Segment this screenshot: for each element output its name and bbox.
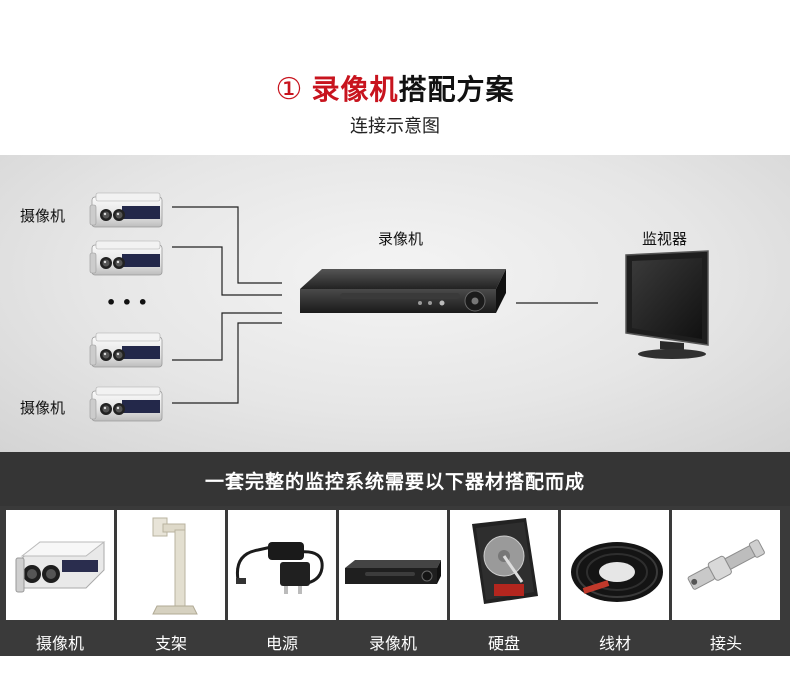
page-subtitle: 连接示意图: [350, 116, 440, 137]
connection-lines: [172, 206, 598, 404]
equipment-item-dvr: 录像机: [339, 510, 447, 653]
step-number: ①: [275, 72, 304, 107]
ellipsis-dots: • • •: [106, 293, 148, 312]
equipment-item-connector: 接头: [672, 510, 780, 653]
cable-roll-icon: [571, 542, 663, 602]
connection-diagram: 摄像机 摄像机 • • • 录像机 监视器: [0, 155, 790, 452]
equipment-label: 硬盘: [487, 634, 520, 653]
monitor-device: [625, 250, 709, 359]
equipment-label: 录像机: [368, 634, 417, 653]
equipment-item-camera: 摄像机: [6, 510, 114, 653]
equipment-item-bracket: 支架: [117, 510, 225, 653]
hard-drive-icon: [472, 518, 538, 604]
camera-3: [89, 332, 163, 368]
bracket-icon: [152, 517, 198, 615]
equipment-banner-text: 一套完整的监控系统需要以下器材搭配而成: [204, 471, 585, 493]
camera-4: [89, 386, 163, 422]
dvr-icon: [345, 560, 441, 584]
title-rest: 搭配方案: [398, 73, 515, 106]
equipment-label: 支架: [154, 634, 187, 653]
dvr-device: [300, 269, 506, 313]
equipment-label: 摄像机: [35, 634, 84, 653]
equipment-item-cable: 线材: [561, 510, 669, 653]
camera-label-bottom: 摄像机: [20, 399, 66, 417]
dvr-label: 录像机: [378, 230, 424, 248]
monitor-label: 监视器: [642, 230, 688, 248]
camera-1: [89, 192, 163, 228]
equipment-banner: 一套完整的监控系统需要以下器材搭配而成: [0, 452, 790, 506]
camera-icon: [15, 541, 106, 593]
power-adapter-icon: [235, 542, 324, 594]
equipment-label: 线材: [598, 634, 631, 653]
title-highlight: 录像机: [311, 73, 399, 106]
equipment-list: 摄像机 支架 电源 录像机: [0, 506, 790, 656]
equipment-item-hard-drive: 硬盘: [450, 510, 558, 653]
equipment-label: 接头: [709, 634, 742, 653]
equipment-item-power: 电源: [228, 510, 336, 653]
camera-2: [89, 240, 163, 276]
equipment-label: 电源: [265, 634, 298, 653]
camera-label-top: 摄像机: [20, 207, 66, 225]
bnc-connector-icon: [687, 539, 765, 590]
